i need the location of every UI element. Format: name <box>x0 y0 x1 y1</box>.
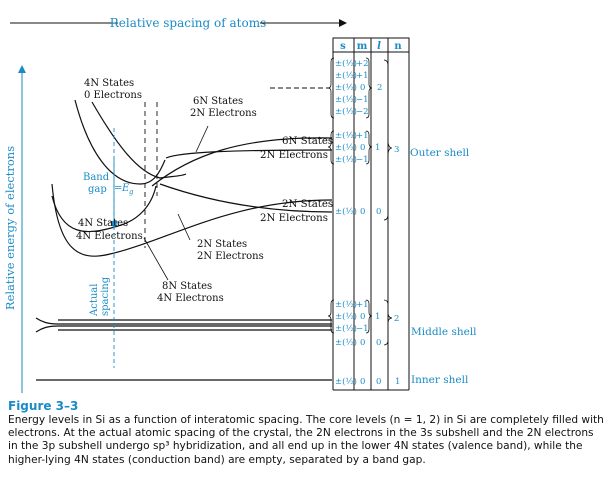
spin-value: ±(½) <box>335 337 357 348</box>
n-value: 1 <box>395 377 400 387</box>
spin-value: ±(½) <box>335 323 357 334</box>
spin-value: ±(½) <box>335 70 357 81</box>
middle-n-brace <box>383 299 393 346</box>
spin-value: ±(½) <box>335 299 357 310</box>
eight-n-states: 8N States <box>162 281 212 292</box>
header-n: n <box>394 41 402 52</box>
l-value: 0 <box>376 338 381 348</box>
m-value: 0 <box>360 143 365 153</box>
spin-value: ±(½) <box>335 82 357 93</box>
actual-spacing-line1: Actual <box>89 284 100 317</box>
spin-value: ±(½) <box>335 94 357 105</box>
figure-caption-text: Energy levels in Si as a function of int… <box>8 414 604 466</box>
m-value: 0 <box>360 207 365 217</box>
spin-value: ±(½) <box>335 206 357 217</box>
two-n-right-states: 2N States <box>282 199 333 210</box>
outer-s-row: ±(½) 0 0 <box>335 206 381 217</box>
spin-value: ±(½) <box>335 154 357 165</box>
two-n-right-electrons: 2N Electrons <box>260 213 328 224</box>
inner-shell-label: Inner shell <box>411 374 469 386</box>
lower-branch <box>159 183 333 213</box>
spin-value: ±(½) <box>335 106 357 117</box>
m-value: −2 <box>356 107 369 117</box>
band-gap-line1: Band <box>83 172 110 183</box>
top-axis-label: Relative spacing of atoms <box>110 16 266 30</box>
eg-equals: = <box>114 183 122 194</box>
six-n-upper-states: 6N States <box>193 96 243 107</box>
l-value: 1 <box>375 143 380 153</box>
m-value: −1 <box>356 95 369 105</box>
band-gap-line2: gap <box>88 184 107 195</box>
valence-band-lower-edge <box>51 183 333 257</box>
quantum-number-table <box>332 37 410 391</box>
outer-group-5: ±(½) ±(½) ±(½) ±(½) ±(½) +2 +1 0 −1 −2 2 <box>335 58 382 117</box>
m-value: 0 <box>360 312 365 322</box>
leader-2n-mid <box>177 213 191 241</box>
middle-shell-label: Middle shell <box>411 326 477 338</box>
m-value: +1 <box>356 71 369 81</box>
shell-labels: Outer shell Middle shell Inner shell <box>410 147 477 386</box>
m-value: −1 <box>356 155 369 165</box>
six-n-upper-electrons: 2N Electrons <box>190 108 257 119</box>
spin-value: ±(½) <box>335 58 357 69</box>
middle-n-value: 2 <box>394 314 399 324</box>
table-headers: s m l n <box>340 41 402 52</box>
six-n-right-electrons: 2N Electrons <box>260 150 328 161</box>
annotations: 4N States 0 Electrons 6N States 2N Elect… <box>76 78 333 304</box>
inner-s-row: ±(½) 0 0 1 <box>335 376 400 387</box>
spin-value: ±(½) <box>335 130 357 141</box>
l-value: 0 <box>376 207 381 217</box>
l-value: 1 <box>375 312 380 322</box>
cb-states-label: 4N States <box>84 78 134 89</box>
l-value: 0 <box>376 377 381 387</box>
middle-shell-lines-lower <box>35 325 332 333</box>
m-value: +2 <box>356 59 369 69</box>
header-m: m <box>357 41 368 52</box>
outer-n-value: 3 <box>394 145 399 155</box>
header-s: s <box>340 41 346 52</box>
actual-spacing-labels: Actual spacing <box>89 276 111 317</box>
conduction-band-upper-edge <box>74 99 166 185</box>
m-value: +1 <box>356 131 369 141</box>
middle-shell-split <box>58 319 332 331</box>
cb-electrons-label: 0 Electrons <box>84 90 142 101</box>
middle-shell-lines-upper <box>35 317 332 325</box>
eight-n-electrons: 4N Electrons <box>157 293 224 304</box>
upper-branch-inner <box>151 137 333 187</box>
middle-s-row: ±(½) 0 0 <box>335 337 381 348</box>
m-value: +1 <box>356 300 369 310</box>
leader-6n-upper <box>195 125 209 153</box>
spin-value: ±(½) <box>335 311 357 322</box>
outer-group-3: ±(½) ±(½) ±(½) +1 0 −1 1 <box>335 130 380 165</box>
eg-subscript: g <box>129 188 134 196</box>
spacing-markers <box>144 102 158 248</box>
m-value: 0 <box>360 377 365 387</box>
figure-caption-title: Figure 3–3 <box>8 399 79 413</box>
middle-group-3-braces <box>327 299 393 346</box>
energy-level-diagram: Relative spacing of atoms Relative energ… <box>3 16 477 393</box>
spin-value: ±(½) <box>335 376 357 387</box>
annotation-leaders <box>143 125 209 281</box>
m-value: −1 <box>356 324 369 334</box>
two-n-mid-electrons: 2N Electrons <box>197 251 264 262</box>
actual-spacing-line2: spacing <box>100 276 111 316</box>
outer-n-brace <box>383 59 393 221</box>
middle-group-3: ±(½) ±(½) ±(½) +1 0 −1 1 <box>335 299 380 334</box>
vb-electrons-label: 4N Electrons <box>76 231 143 242</box>
six-n-right-states: 6N States <box>282 136 333 147</box>
outer-shell-label: Outer shell <box>410 147 470 159</box>
band-gap-labels: Band gap = E g <box>83 172 134 196</box>
eg-symbol: E <box>121 183 130 194</box>
vb-states-label: 4N States <box>78 218 128 229</box>
header-l: l <box>377 41 381 52</box>
outer-group-3-braces <box>327 59 393 221</box>
m-value: 0 <box>360 338 365 348</box>
l-value: 2 <box>377 83 382 93</box>
spin-value: ±(½) <box>335 142 357 153</box>
two-n-mid-states: 2N States <box>197 239 247 250</box>
leader-8n <box>143 237 169 281</box>
m-value: 0 <box>360 83 365 93</box>
left-axis-label: Relative energy of electrons <box>3 146 17 310</box>
